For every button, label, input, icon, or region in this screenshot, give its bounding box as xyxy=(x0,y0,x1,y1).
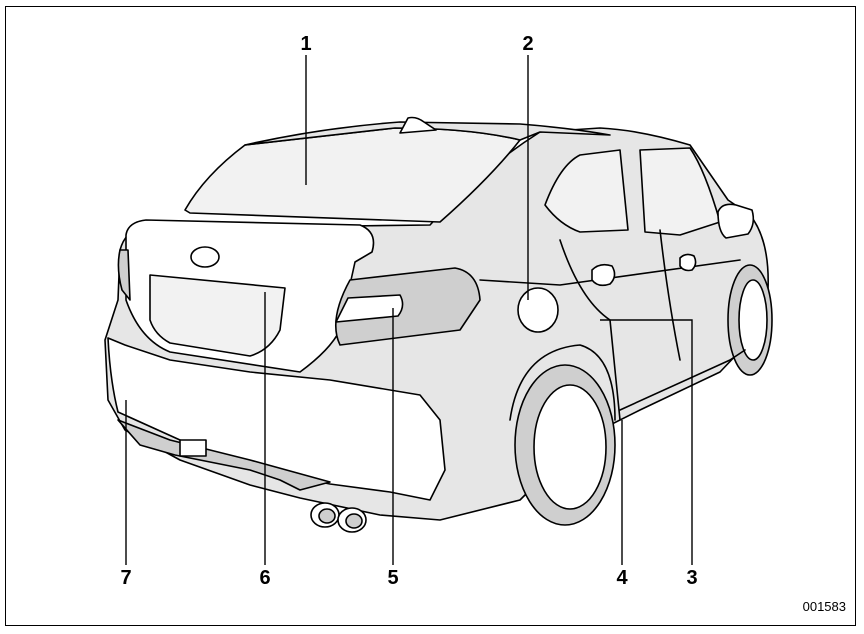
tail-light-inner xyxy=(335,294,404,323)
leader-3 xyxy=(600,319,693,565)
side-mirror xyxy=(717,203,755,239)
beltline xyxy=(479,259,741,286)
exhaust-tips xyxy=(310,502,367,533)
front-side-window xyxy=(639,147,721,236)
callout-7: 7 xyxy=(120,567,131,589)
callout-6: 6 xyxy=(259,567,270,589)
rear-emblem xyxy=(190,246,220,268)
car-body xyxy=(104,116,773,533)
door-seam-rear xyxy=(559,239,621,421)
fuel-filler-lid xyxy=(517,287,559,333)
rear-wheel-arch xyxy=(509,344,616,421)
rear-side-window xyxy=(544,149,629,233)
callout-4: 4 xyxy=(616,567,628,589)
leader-lines xyxy=(125,55,693,565)
right-tail-light xyxy=(334,267,481,346)
roof xyxy=(244,121,611,146)
rear-diffuser xyxy=(117,419,331,491)
front-door-handle xyxy=(679,253,697,272)
figure-id: 001583 xyxy=(803,599,846,614)
side-skirt xyxy=(619,349,746,411)
rear-rim xyxy=(533,384,607,510)
callout-5: 5 xyxy=(387,567,398,589)
rear-door-handle xyxy=(591,263,616,287)
callout-1: 1 xyxy=(300,33,311,55)
callout-3: 3 xyxy=(686,567,697,589)
callout-labels: 1 2 3 4 5 6 7 xyxy=(120,33,697,589)
left-tail-light xyxy=(117,249,131,301)
license-plate-area xyxy=(149,274,286,357)
callout-2: 2 xyxy=(522,33,533,55)
front-rim xyxy=(738,279,768,361)
shark-fin-antenna xyxy=(399,116,437,134)
reflector xyxy=(179,439,207,457)
door-seam-front xyxy=(659,229,681,361)
